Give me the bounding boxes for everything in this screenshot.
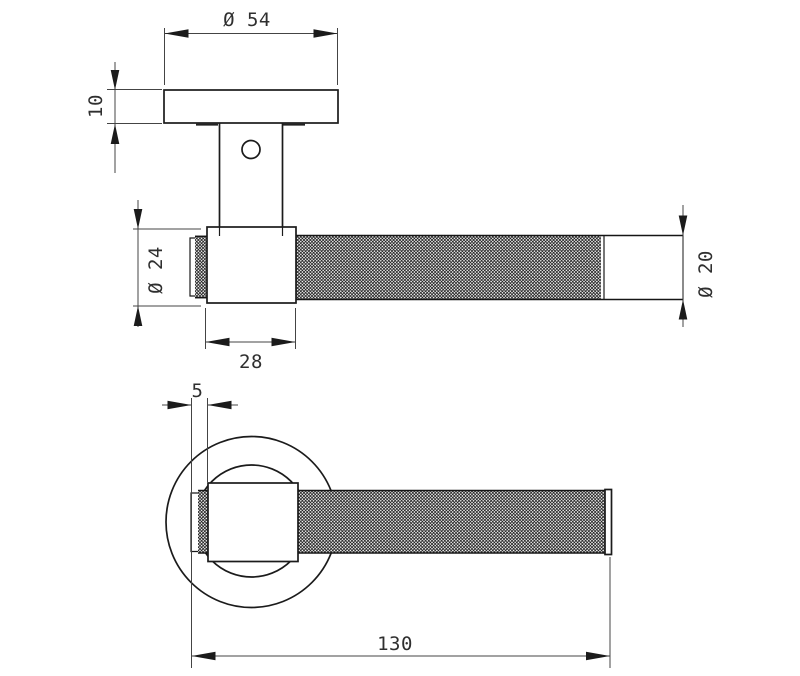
knurl-left-section <box>195 236 208 298</box>
knurl-main-section <box>296 235 601 300</box>
lever-bar-side <box>189 234 684 301</box>
knurl-main-section <box>298 490 605 553</box>
screw-hole <box>241 139 261 160</box>
arrowhead-bottom <box>133 306 143 326</box>
arrowhead-right <box>271 337 296 347</box>
front-view: 5 130 <box>162 380 613 668</box>
arrowhead-top <box>133 209 143 229</box>
arrowhead-bottom <box>110 124 120 144</box>
dim-overall-length: 130 <box>191 557 611 668</box>
arrowhead-left <box>164 29 189 38</box>
hub-outline <box>206 226 297 304</box>
arrowhead-left <box>205 337 230 347</box>
dim-rose-thickness: 10 <box>85 62 162 173</box>
arrowhead-left <box>191 651 216 661</box>
rose-plate-side <box>163 89 339 126</box>
end-cap-left <box>189 237 195 297</box>
dim-hub-diameter: Ø 24 <box>133 200 201 327</box>
dim-label-hub-length: 28 <box>239 351 263 373</box>
arrowhead-left <box>167 400 192 410</box>
dim-lever-diameter: Ø 20 <box>678 205 717 327</box>
dim-label-lever-diameter: Ø 20 <box>695 250 717 298</box>
knurl-left-section <box>198 490 208 553</box>
dim-label-rose-diameter: Ø 54 <box>223 9 271 31</box>
dim-label-hub-diameter: Ø 24 <box>145 246 167 294</box>
arrowhead-top <box>110 70 120 90</box>
dim-cap-offset: 5 <box>162 380 238 668</box>
end-cap-right <box>604 488 613 556</box>
arrowhead-right <box>586 651 610 661</box>
dim-rose-diameter: Ø 54 <box>164 9 338 85</box>
dim-hub-length: 28 <box>205 308 296 373</box>
dim-label-cap-offset: 5 <box>192 380 204 402</box>
arrowhead-right <box>207 400 232 410</box>
arrowhead-top <box>678 215 688 236</box>
neck-stem-side <box>218 123 284 227</box>
side-view: Ø 54 10 <box>85 9 717 373</box>
arrowhead-bottom <box>678 299 688 320</box>
arrowhead-right <box>313 29 338 38</box>
hub-side <box>206 226 297 304</box>
dim-label-rose-thickness: 10 <box>85 94 107 118</box>
rose-outline <box>163 89 339 124</box>
dim-label-overall-length: 130 <box>377 633 413 655</box>
hub-front <box>207 482 299 563</box>
